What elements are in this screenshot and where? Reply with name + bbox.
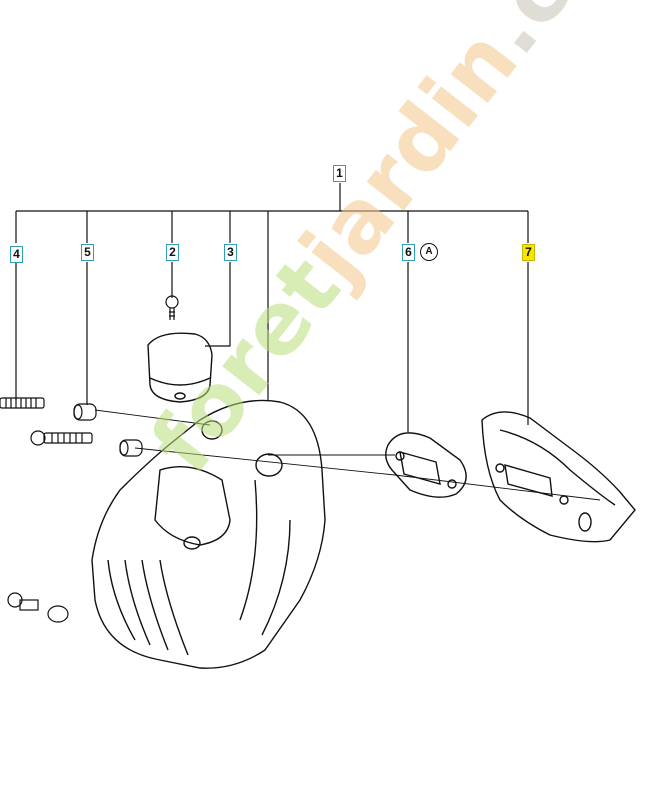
cap-part-3 xyxy=(147,332,213,403)
callout-1: 1 xyxy=(333,165,346,182)
guard-plate-part-7 xyxy=(481,411,636,543)
axis-line-upper xyxy=(94,409,395,456)
callout-7: 7 xyxy=(522,244,535,261)
marker-a: A xyxy=(420,243,438,261)
leader-line-3 xyxy=(205,262,231,347)
callout-3: 3 xyxy=(224,244,237,261)
muffler-body-part-1 xyxy=(91,399,326,669)
spacer-part-5 xyxy=(47,403,143,623)
callout-6: 6 xyxy=(402,244,415,261)
axis-line-lower xyxy=(134,447,601,501)
screw-part-2 xyxy=(165,295,179,320)
callout-5: 5 xyxy=(81,244,94,261)
callout-4: 4 xyxy=(10,246,23,263)
gasket-part-6 xyxy=(385,432,467,498)
leader-line-1 xyxy=(15,183,529,400)
callout-2: 2 xyxy=(166,244,179,261)
bolt-part-4 xyxy=(0,397,93,611)
